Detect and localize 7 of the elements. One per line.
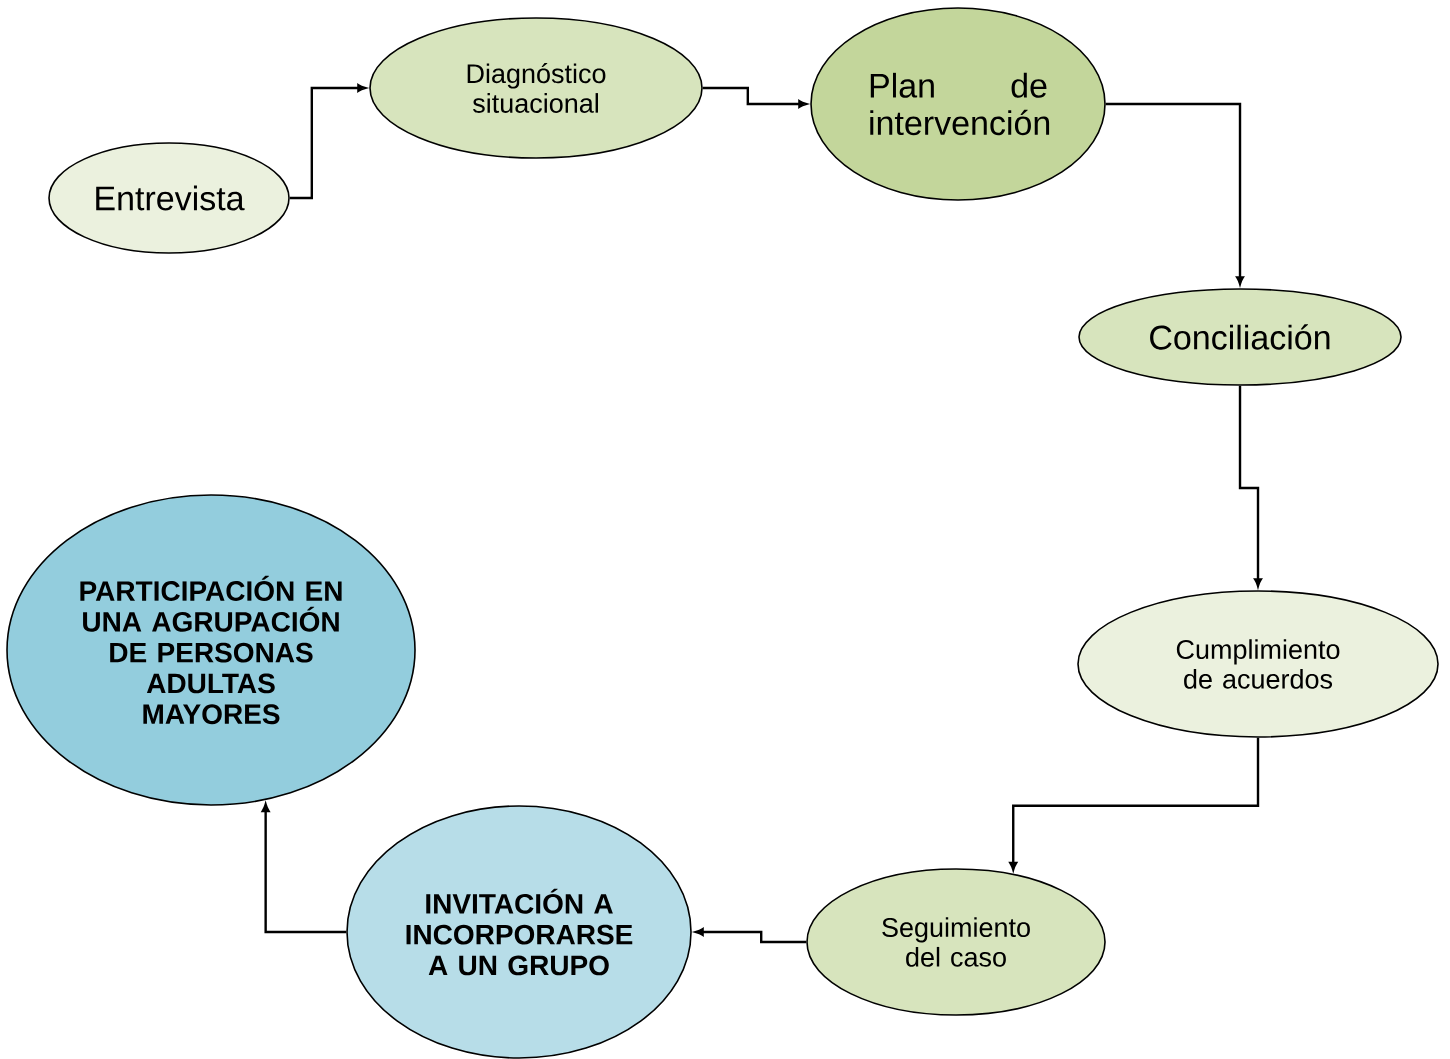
arrow (702, 86, 807, 108)
arrow (1238, 385, 1262, 587)
arrow (289, 84, 366, 200)
arrow (1009, 737, 1260, 871)
arrow (261, 803, 347, 934)
arrow (695, 928, 807, 944)
arrow (1105, 102, 1244, 285)
